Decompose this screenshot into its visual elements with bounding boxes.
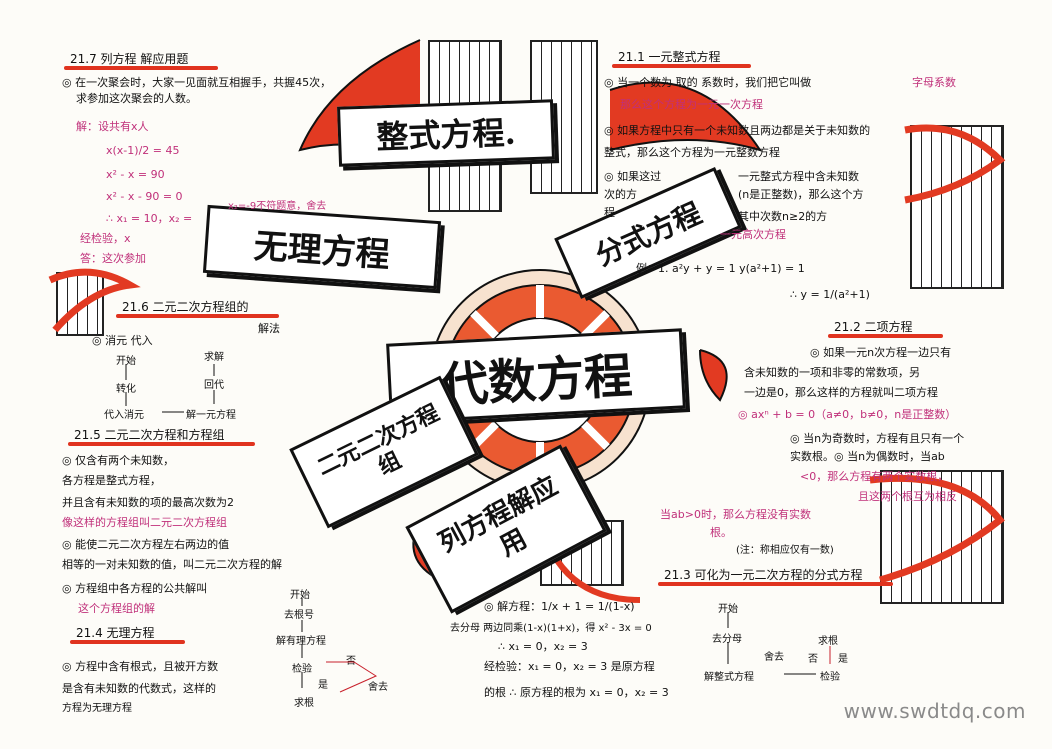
s21-7-sol-1: 解：设共有x人 [76, 120, 149, 133]
s21-1-line-4: 整式，那么这个方程为一元整数方程 [604, 146, 780, 159]
s21-3-line-3: ∴ x₁ = 0，x₂ = 3 [498, 640, 588, 653]
s21-7-sol-5: ∴ x₁ = 10，x₂ = [106, 212, 193, 225]
s21-3-flow-solve: 解整式方程 [704, 672, 754, 683]
s21-1-partial-3: 其中次数n≥2的方 [738, 210, 828, 223]
section-21-3-title: 21.3 可化为一元二次方程的分式方程 [658, 566, 893, 586]
s21-4-flow-remove-root: 去根号 [284, 610, 314, 621]
s21-6-flow-backsub: 回代 [204, 380, 224, 391]
s21-3-flow-start: 开始 [718, 604, 738, 615]
s21-1-line-5: ◎ 如果这过 [604, 170, 662, 183]
s21-4-flow-solve: 解有理方程 [276, 636, 326, 647]
s21-5-line-4: 像这样的方程组叫二元二次方程组 [62, 516, 227, 529]
s21-5-line-6: 相等的一对未知数的值，叫二元二次方程的解 [62, 558, 282, 571]
stripe-panel-bottom-right [880, 470, 1004, 604]
s21-4-line-2: 是含有未知数的代数式，这样的 [62, 682, 216, 695]
section-21-7-title: 21.7 列方程 解应用题 [64, 50, 219, 70]
s21-1-line-7: 程 [604, 206, 615, 219]
s21-7-line-1: ◎ 在一次聚会时，大家一见面就互相握手，共握45次， [62, 76, 332, 89]
s21-6-flow-solve: 解一元方程 [186, 410, 236, 421]
s21-6-flow-result: 求解 [204, 352, 224, 363]
s21-4-flow-yes: 是 [318, 680, 328, 691]
branch-polynomial-label: 整式方程. [375, 113, 517, 157]
s21-7-sol-2: x(x-1)/2 = 45 [106, 144, 180, 157]
section-21-1-title: 21.1 一元整式方程 [612, 48, 751, 68]
s21-7-sol-3: x² - x = 90 [106, 168, 165, 181]
s21-3-line-5: 的根 ∴ 原方程的根为 x₁ = 0，x₂ = 3 [484, 686, 669, 699]
s21-7-sol-4: x² - x - 90 = 0 [106, 190, 183, 203]
s21-7-sol-6: 经检验，x [80, 232, 131, 245]
s21-2-line-8: 且这两个根互为相反 [858, 490, 957, 503]
center-title: 代数方程 [438, 348, 634, 414]
s21-2-line-4: ◎ axⁿ + b = 0（a≠0，b≠0，n是正整数） [738, 408, 957, 421]
s21-3-flow-no: 否 [808, 654, 818, 665]
s21-5-line-7: ◎ 方程组中各方程的公共解叫 [62, 582, 208, 595]
s21-6-flow-substitute: 代入消元 [104, 410, 144, 421]
s21-6-flow-start: 开始 [116, 356, 136, 367]
s21-6-title-2: 解法 [258, 322, 280, 335]
s21-3-line-2: 去分母 两边同乘(1-x)(1+x)，得 x² - 3x = 0 [450, 623, 652, 634]
watermark: www.swdtdq.com [843, 699, 1026, 723]
s21-3-flow-arrows [727, 612, 831, 675]
s21-1-partial-2: (n是正整数)，那么这个方 [738, 188, 864, 201]
s21-3-line-4: 经检验：x₁ = 0，x₂ = 3 是原方程 [484, 660, 655, 673]
s21-4-line-1: ◎ 方程中含有根式，且被开方数 [62, 660, 219, 673]
s21-3-line-1: ◎ 解方程：1/x + 1 = 1/(1-x) [484, 600, 635, 613]
s21-1-line-8: 一元高次方程 [720, 228, 786, 241]
branch-irrational-label: 无理方程 [252, 225, 391, 276]
s21-1-highlight: 字母系数 [912, 76, 956, 89]
s21-6-flow-transform: 转化 [116, 384, 136, 395]
s21-3-flow-check: 检验 [820, 672, 840, 683]
s21-4-flow-check: 检验 [292, 664, 312, 675]
branch-polynomial: 整式方程. [337, 99, 555, 167]
s21-2-line-5: ◎ 当n为奇数时，方程有且只有一个 [790, 432, 965, 445]
s21-7-line-2: 求参加这次聚会的人数。 [76, 92, 197, 105]
s21-1-partial-1: 一元整式方程中含未知数 [738, 170, 859, 183]
section-21-4-title: 21.4 无理方程 [70, 624, 185, 644]
s21-2-line-1: ◎ 如果一元n次方程一边只有 [810, 346, 952, 359]
s21-1-line-3: ◎ 如果方程中只有一个未知数且两边都是关于未知数的 [604, 124, 871, 137]
s21-2-extra-2: 根。 [710, 526, 732, 539]
s21-4-flow-discard: 舍去 [368, 682, 388, 693]
s21-1-line-1: ◎ 当一个数为 取的 系数时，我们把它叫做 [604, 76, 812, 89]
s21-1-line-6: 次的方 [604, 188, 637, 201]
section-21-2-title: 21.2 二项方程 [828, 318, 943, 338]
s21-7-sol-7: 答：这次参加 [80, 252, 146, 265]
s21-1-line-9: 例：1. a²y + y = 1 y(a²+1) = 1 [636, 262, 805, 275]
s21-2-extra-3: (注：称相应仅有一数) [736, 545, 834, 556]
s21-2-line-7: <0，那么方程有两个实数根， [800, 470, 949, 483]
s21-4-flow-start: 开始 [290, 590, 310, 601]
s21-3-flow-clear-denominator: 去分母 [712, 634, 742, 645]
s21-3-flow-discard: 舍去 [764, 652, 784, 663]
s21-2-line-6: 实数根。◎ 当n为偶数时，当ab [790, 450, 945, 463]
s21-4-flow-result: 求根 [294, 698, 314, 709]
s21-7-note: x₂=-9不符题意，舍去 [228, 201, 327, 212]
s21-2-line-2: 含未知数的一项和非零的常数项，另 [744, 366, 920, 379]
s21-5-line-5: ◎ 能使二元二次方程左右两边的值 [62, 538, 230, 551]
section-21-5-title: 21.5 二元二次方程和方程组 [68, 426, 255, 446]
s21-6-flow-arrows [125, 364, 215, 413]
s21-1-line-2: 那么这个方程为一元一次方程 [620, 98, 763, 111]
s21-2-line-3: 一边是0，那么这样的方程就叫二项方程 [744, 386, 938, 399]
s21-2-extra-1: 当ab>0时，那么方程没有实数 [660, 508, 811, 521]
s21-3-flow-yes: 是 [838, 654, 848, 665]
s21-5-line-8: 这个方程组的解 [78, 602, 155, 615]
section-21-6-title: 21.6 二元二次方程组的 [116, 298, 279, 318]
s21-6-method: ◎ 消元 代入 [92, 334, 153, 347]
s21-4-line-3: 方程为无理方程 [62, 703, 132, 714]
s21-4-flow-arrows [301, 598, 378, 693]
s21-3-flow-result: 求根 [818, 636, 838, 647]
s21-5-line-1: ◎ 仅含有两个未知数， [62, 454, 175, 467]
s21-5-line-3: 并且含有未知数的项的最高次数为2 [62, 496, 234, 509]
s21-5-line-2: 各方程是整式方程， [62, 474, 161, 487]
s21-1-line-10: ∴ y = 1/(a²+1) [790, 288, 870, 301]
